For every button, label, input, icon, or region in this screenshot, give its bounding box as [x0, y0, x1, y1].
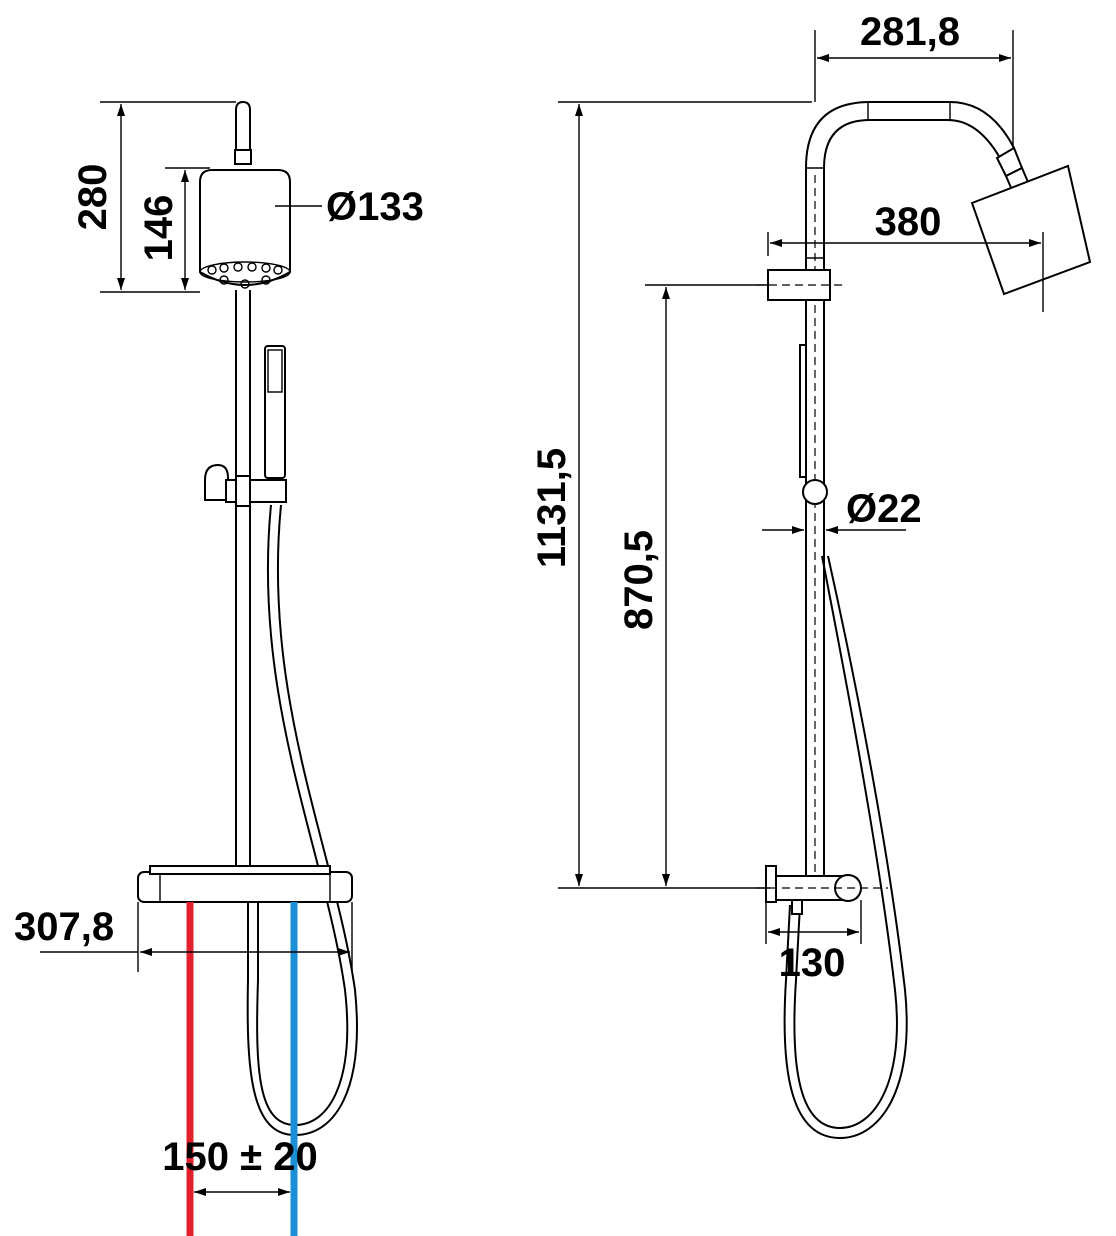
- dim-front-head-height: 146: [137, 167, 210, 290]
- side-overhead-shower: [970, 146, 1092, 296]
- dim-label-130: 130: [779, 941, 846, 985]
- dim-front-mixer-width: 307,8: [14, 902, 353, 972]
- dim-front-total-height: 280: [71, 101, 236, 293]
- dim-side-arm-reach: 281,8: [814, 10, 1014, 148]
- front-mixer-bar: [137, 865, 353, 903]
- side-hose: [783, 555, 908, 1140]
- shower-nozzles: [207, 262, 283, 289]
- dim-front-head-diameter: Ø133: [275, 185, 424, 229]
- front-hand-shower: [264, 345, 286, 479]
- side-hand-shower: [799, 344, 828, 505]
- front-view: 280 146 Ø133 307,8 150 ± 20: [14, 100, 424, 1236]
- dim-label-1131-5: 1131,5: [530, 448, 574, 568]
- dim-side-slider-height: 870,5: [617, 284, 768, 886]
- dim-label-380: 380: [875, 200, 942, 244]
- dim-side-mixer-depth: 130: [765, 900, 862, 985]
- dim-front-inlet-spacing: 150 ± 20: [162, 1135, 318, 1196]
- dim-label-d133: Ø133: [326, 185, 424, 229]
- side-mixer: [756, 865, 888, 915]
- side-rail: [805, 101, 1015, 888]
- dim-label-870-5: 870,5: [617, 530, 661, 630]
- front-slider-holder: [204, 463, 287, 507]
- dim-side-total-height: 1131,5: [530, 101, 812, 889]
- dim-label-307-8: 307,8: [14, 905, 114, 949]
- dim-label-146: 146: [137, 195, 181, 262]
- dim-label-d22: Ø22: [846, 487, 922, 531]
- front-hose: [246, 504, 358, 1137]
- side-slider-block: [756, 269, 846, 301]
- front-overhead-shower: [199, 169, 291, 289]
- side-view: 281,8 380 1131,5 870,5 Ø22: [530, 10, 1092, 1140]
- front-rail: [234, 100, 252, 873]
- dim-label-150-20: 150 ± 20: [162, 1135, 317, 1179]
- dim-label-281-8: 281,8: [860, 10, 960, 54]
- dim-side-head-projection: 380: [767, 200, 1044, 312]
- dim-label-280: 280: [71, 164, 115, 231]
- dim-side-rail-diameter: Ø22: [762, 487, 922, 534]
